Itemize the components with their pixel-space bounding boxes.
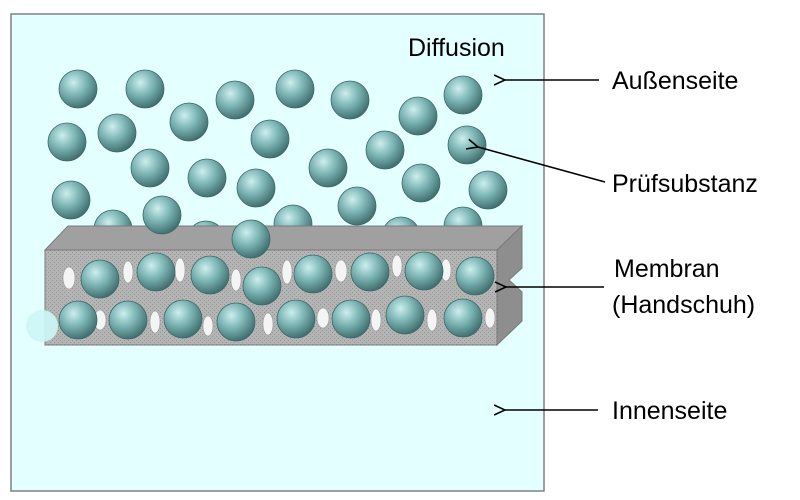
membrane-top-face (43, 225, 524, 251)
particle (401, 163, 441, 203)
membrane-pore (262, 312, 274, 336)
membrane-pore (62, 266, 76, 290)
label-outside: Außenseite (612, 67, 738, 95)
membrane-pores (62, 254, 496, 337)
particle (331, 299, 371, 339)
particles-in-membrane (58, 251, 495, 342)
particle (216, 302, 256, 342)
membrane-pore (174, 257, 186, 283)
label-membrane-glove: (Handschuh) (612, 291, 755, 319)
membrane-pore (230, 268, 242, 292)
particle (404, 251, 444, 291)
particle (308, 148, 348, 188)
particle (447, 125, 487, 165)
particle (125, 69, 165, 109)
membrane-pore (484, 307, 496, 329)
particle (136, 252, 176, 292)
particle (276, 299, 316, 339)
particle (231, 219, 271, 259)
diagram-title: Diffusion (408, 34, 505, 62)
particle (385, 295, 425, 335)
membrane-pore (316, 307, 330, 329)
particle (242, 266, 282, 306)
label-membrane: Membran (614, 255, 720, 283)
particle (275, 69, 315, 109)
membrane-pore (334, 259, 348, 283)
particle (337, 186, 377, 226)
particle (215, 80, 255, 120)
particle (80, 259, 120, 299)
membrane-pore (426, 308, 438, 332)
particle (398, 96, 438, 136)
label-inside: Innenseite (612, 397, 727, 425)
membrane-pore (370, 308, 382, 332)
particle (250, 119, 290, 159)
particle (130, 148, 170, 188)
membrane (43, 224, 524, 347)
particle (443, 75, 483, 115)
particle (190, 255, 230, 295)
particle (47, 122, 87, 162)
label-test-substance: Prüfsubstanz (612, 170, 758, 198)
membrane-pore (122, 260, 134, 284)
membrane-pore (281, 259, 293, 285)
particle (58, 300, 98, 340)
arrow-substance (478, 147, 606, 183)
particle (365, 130, 405, 170)
particle (108, 300, 148, 340)
faded-particle (26, 310, 58, 342)
particle (142, 195, 182, 235)
membrane-pore (391, 254, 403, 278)
membrane-pore (149, 310, 161, 334)
particle (97, 113, 137, 153)
particle (187, 158, 227, 198)
particle (330, 80, 370, 120)
particles-outside (47, 69, 508, 259)
membrane-pore (202, 315, 214, 337)
particle (51, 180, 91, 220)
particle (443, 298, 483, 338)
particle (468, 170, 508, 210)
particle (236, 168, 276, 208)
particle (58, 69, 98, 109)
particle (293, 254, 333, 294)
particle (455, 256, 495, 296)
particle (350, 252, 390, 292)
particle (169, 102, 209, 142)
particle (163, 299, 203, 339)
